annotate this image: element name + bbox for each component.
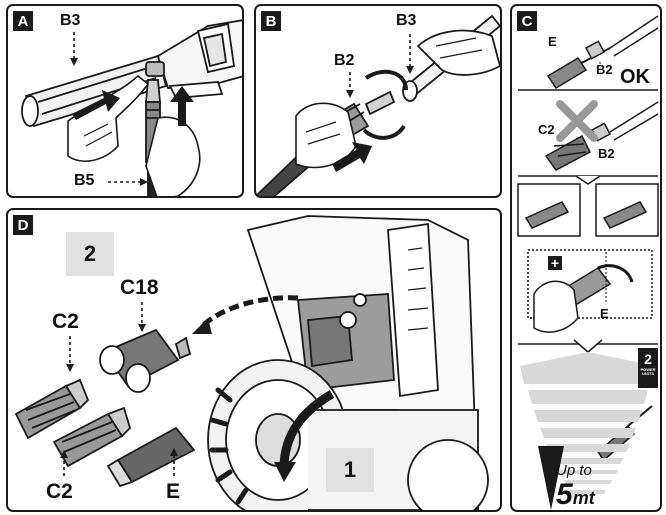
label-b2-c-mid: B2 [598, 146, 615, 161]
label-e-c-top: E [548, 34, 557, 49]
range-value: 5 [556, 478, 573, 511]
label-b3-a: B3 [60, 12, 81, 29]
label-c2-c: C2 [538, 122, 555, 137]
range-value-group: 5mt [556, 478, 595, 511]
step-number-1: 1 [326, 448, 374, 492]
panel-d: D [6, 208, 502, 512]
range-prefix: Up to [556, 462, 592, 479]
label-e-d: E [166, 480, 181, 503]
panel-d-illustration [14, 215, 489, 510]
panel-b: B B3 B2 [254, 4, 502, 198]
label-c2-bottom: C2 [46, 480, 73, 503]
panel-c: C [510, 4, 662, 512]
label-b5: B5 [74, 172, 95, 189]
power-units-number: 2 [644, 351, 652, 367]
panel-c-illustration: + [517, 15, 659, 510]
panel-b-illustration [256, 14, 500, 196]
label-c18: C18 [120, 276, 159, 299]
label-e-c-bottom: E [600, 306, 609, 321]
label-ok: OK [620, 66, 650, 88]
panel-b-tag: B [261, 11, 281, 31]
panel-a: A [6, 4, 244, 198]
power-units-text: POWER UNITS [640, 367, 656, 376]
panel-a-tag: A [13, 11, 33, 31]
panel-d-tag: D [13, 215, 33, 235]
step-number-2: 2 [66, 232, 114, 276]
label-b2-b: B2 [334, 52, 355, 69]
svg-text:+: + [551, 255, 559, 271]
panel-c-tag: C [517, 11, 537, 31]
power-units-badge: 2 POWER UNITS [638, 348, 658, 388]
label-b2-c-top: B2 [596, 62, 613, 77]
panel-a-illustration [21, 19, 242, 196]
label-b3-b: B3 [396, 12, 417, 29]
range-unit: mt [572, 488, 595, 508]
label-c2-top: C2 [52, 310, 79, 333]
